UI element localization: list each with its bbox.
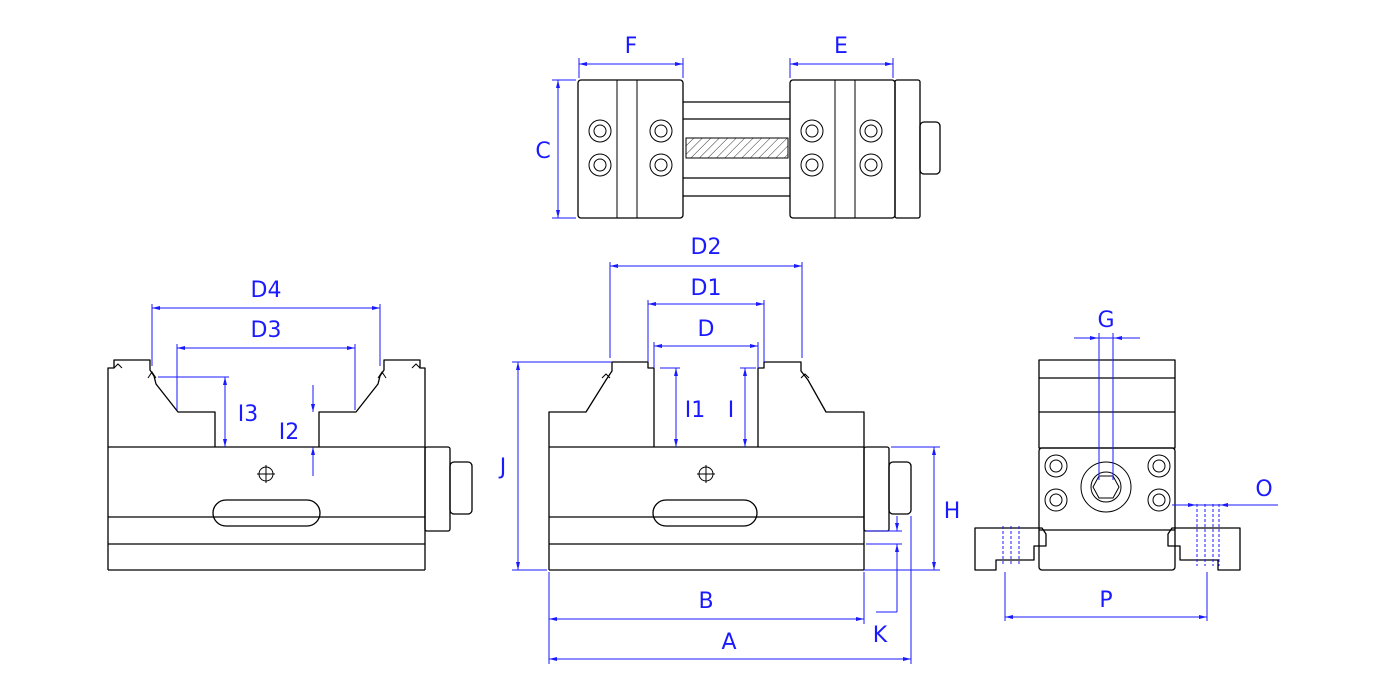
side-slot <box>212 499 321 527</box>
end-right-clamp <box>1167 527 1241 571</box>
label-i: I <box>728 398 735 423</box>
end-view <box>974 333 1278 621</box>
label-d: D <box>698 317 715 342</box>
front-end-plate <box>863 446 890 532</box>
label-i3: I3 <box>238 402 259 427</box>
front-screw-head <box>888 461 912 515</box>
front-view <box>512 262 940 664</box>
top-screw-hatch <box>685 137 789 159</box>
label-d2: D2 <box>691 235 722 260</box>
top-right-jaw <box>789 79 896 219</box>
label-i1: I1 <box>685 398 706 423</box>
side-view <box>107 304 473 571</box>
label-k: K <box>873 623 888 648</box>
label-a: A <box>721 630 736 655</box>
label-g: G <box>1097 308 1114 333</box>
label-o: O <box>1255 477 1272 502</box>
dimension-labels: F E C D2 D1 D I1 I J H B A K D4 D3 I3 I2… <box>238 34 1273 655</box>
end-bolt-holes <box>1044 454 1171 512</box>
side-screw-head <box>449 461 473 515</box>
end-screw-outer <box>1080 461 1132 513</box>
front-slot <box>652 499 758 527</box>
label-c: C <box>535 139 550 164</box>
label-d4: D4 <box>251 278 282 303</box>
label-h: H <box>944 499 961 524</box>
label-e: E <box>834 34 848 59</box>
side-end-plate <box>424 446 451 532</box>
top-view <box>552 58 941 219</box>
label-b: B <box>698 589 713 614</box>
top-screw-head <box>919 121 941 175</box>
label-p: P <box>1099 588 1112 613</box>
top-end-plate <box>894 79 921 219</box>
label-d3: D3 <box>251 318 282 343</box>
label-j: J <box>498 455 507 480</box>
label-d1: D1 <box>691 276 722 301</box>
top-left-jaw <box>577 79 684 219</box>
top-bolt-holes <box>588 119 883 177</box>
end-left-clamp <box>974 527 1047 571</box>
label-i2: I2 <box>279 420 300 445</box>
label-f: F <box>625 34 638 59</box>
end-body <box>1038 447 1176 571</box>
end-top-block <box>1038 359 1176 449</box>
